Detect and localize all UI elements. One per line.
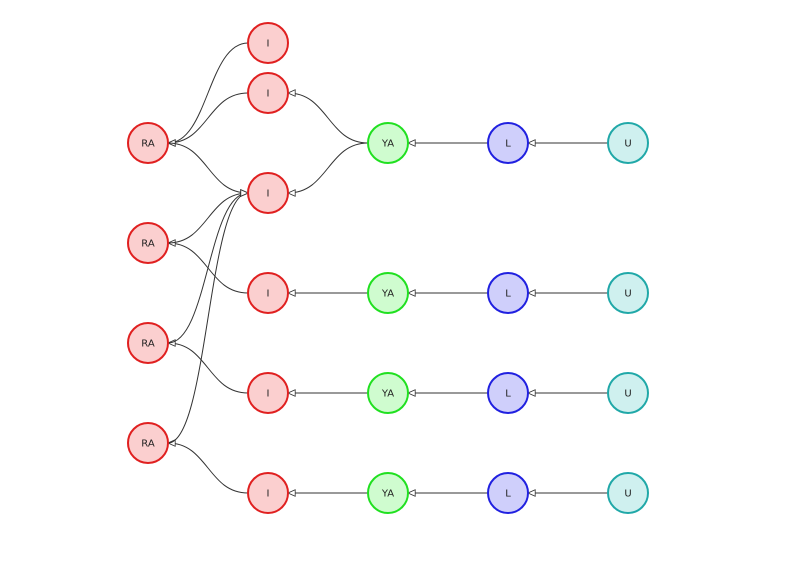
node-label-l4: L — [505, 489, 511, 500]
node-circle-i6 — [247, 472, 289, 514]
node-i2: I — [247, 72, 289, 114]
node-l2: L — [487, 272, 529, 314]
node-i6: I — [247, 472, 289, 514]
node-circle-ya3 — [367, 372, 409, 414]
node-label-i5: I — [267, 389, 270, 400]
node-i1: I — [247, 22, 289, 64]
edge-i1-to-ra1 — [168, 42, 249, 143]
edge-i2-to-ra1 — [168, 92, 249, 143]
node-circle-i3 — [247, 172, 289, 214]
node-i4: I — [247, 272, 289, 314]
node-label-ra3: RA — [141, 339, 155, 350]
node-label-u3: U — [624, 389, 631, 400]
node-circle-l3 — [487, 372, 529, 414]
node-label-i2: I — [267, 89, 270, 100]
node-circle-ya2 — [367, 272, 409, 314]
node-circle-ra1 — [127, 122, 169, 164]
edge-ra4-to-i3 — [167, 193, 249, 444]
node-ya4: YA — [367, 472, 409, 514]
edges — [167, 42, 608, 494]
node-u3: U — [607, 372, 649, 414]
node-label-i3: I — [267, 189, 270, 200]
nodes: RA RA RA RA I I I I I I YA YA YA YA L L L L U U U U — [127, 22, 649, 514]
edge-i5-to-ra3 — [168, 343, 249, 394]
node-circle-u3 — [607, 372, 649, 414]
node-ra4: RA — [127, 422, 169, 464]
node-u1: U — [607, 122, 649, 164]
node-label-u2: U — [624, 289, 631, 300]
node-label-ya1: YA — [381, 139, 394, 150]
edge-ra2-to-i3 — [167, 193, 248, 244]
node-circle-ya4 — [367, 472, 409, 514]
node-label-ya2: YA — [381, 289, 394, 300]
node-label-ya3: YA — [381, 389, 394, 400]
node-circle-ya1 — [367, 122, 409, 164]
node-l4: L — [487, 472, 529, 514]
node-circle-u4 — [607, 472, 649, 514]
node-circle-u1 — [607, 122, 649, 164]
edge-i6-to-ra4 — [168, 443, 249, 494]
node-circle-l2 — [487, 272, 529, 314]
node-u2: U — [607, 272, 649, 314]
node-circle-ra3 — [127, 322, 169, 364]
node-circle-i2 — [247, 72, 289, 114]
node-u4: U — [607, 472, 649, 514]
node-circle-u2 — [607, 272, 649, 314]
node-ya3: YA — [367, 372, 409, 414]
node-ra2: RA — [127, 222, 169, 264]
node-ya1: YA — [367, 122, 409, 164]
node-circle-i4 — [247, 272, 289, 314]
edge-ra1-to-i3 — [167, 142, 248, 193]
node-label-i1: I — [267, 39, 270, 50]
node-label-l1: L — [505, 139, 511, 150]
node-i5: I — [247, 372, 289, 414]
node-l3: L — [487, 372, 529, 414]
edge-ya1-to-i2 — [288, 93, 369, 144]
node-label-ya4: YA — [381, 489, 394, 500]
node-label-i4: I — [267, 289, 270, 300]
node-label-ra2: RA — [141, 239, 155, 250]
node-label-i6: I — [267, 489, 270, 500]
node-i3: I — [247, 172, 289, 214]
node-label-ra4: RA — [141, 439, 155, 450]
node-ra3: RA — [127, 322, 169, 364]
edge-ra3-to-i3 — [167, 193, 248, 344]
node-label-l3: L — [505, 389, 511, 400]
node-l1: L — [487, 122, 529, 164]
node-circle-l1 — [487, 122, 529, 164]
node-circle-ra2 — [127, 222, 169, 264]
node-circle-i1 — [247, 22, 289, 64]
node-label-u4: U — [624, 489, 631, 500]
edge-ya1-to-i3 — [288, 142, 369, 193]
node-circle-l4 — [487, 472, 529, 514]
node-label-ra1: RA — [141, 139, 155, 150]
node-ya2: YA — [367, 272, 409, 314]
node-label-u1: U — [624, 139, 631, 150]
node-circle-i5 — [247, 372, 289, 414]
node-circle-ra4 — [127, 422, 169, 464]
node-ra1: RA — [127, 122, 169, 164]
node-label-l2: L — [505, 289, 511, 300]
